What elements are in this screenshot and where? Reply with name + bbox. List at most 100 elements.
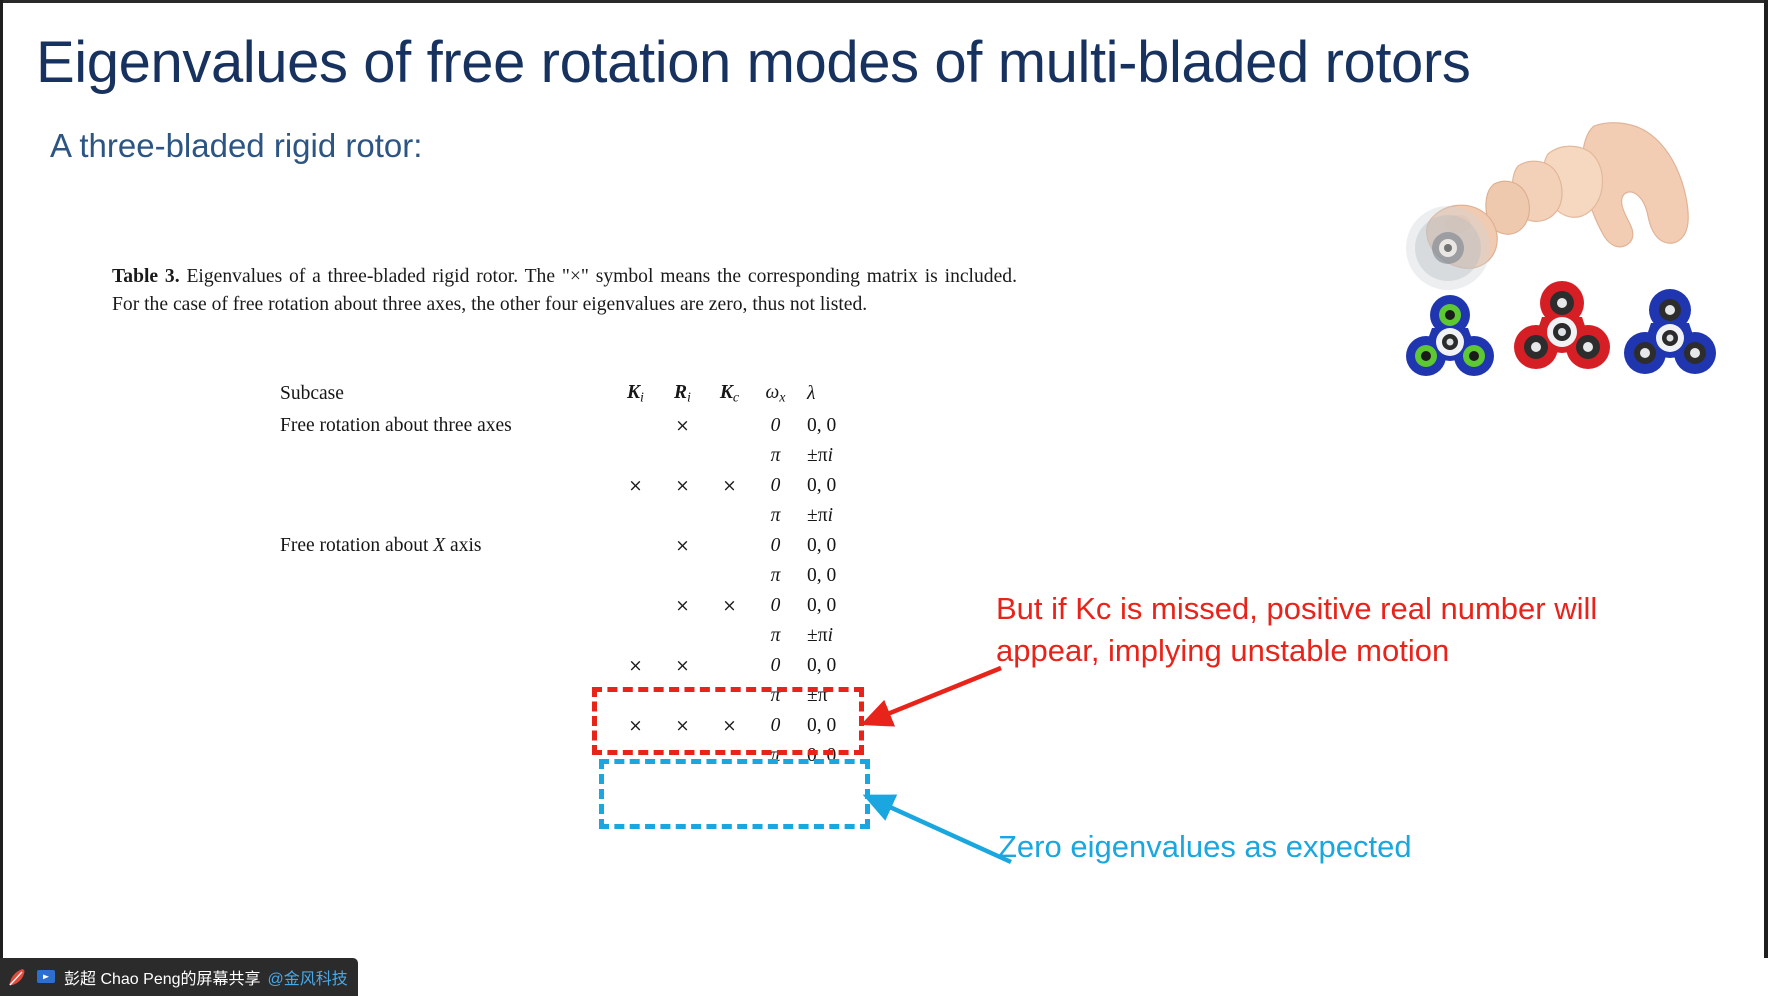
- cell-ri: ×: [675, 536, 690, 556]
- cell-ri: ×: [675, 656, 690, 676]
- header-kc: Kc: [719, 381, 740, 406]
- cell-subcase: [272, 561, 612, 591]
- annotation-blue-text: Zero eigenvalues as expected: [998, 829, 1412, 864]
- screen-share-icon: [35, 966, 57, 988]
- feather-icon: [6, 966, 28, 988]
- cell-ri: ×: [675, 716, 690, 736]
- header-ri: Ri: [674, 381, 691, 406]
- cell-wx: 0: [770, 655, 781, 676]
- cell-lambda: 0, 0: [807, 715, 837, 736]
- table-caption-label: Table 3.: [112, 266, 180, 287]
- cell-kc: [706, 411, 753, 441]
- red-arrow: [860, 665, 1002, 727]
- cell-kc: [706, 621, 753, 651]
- cell-ki: [612, 681, 659, 711]
- cell-subcase: [272, 651, 612, 681]
- table-row: Free rotation about X axis × 0 0, 0: [272, 531, 869, 561]
- table-row: π 0, 0: [272, 561, 869, 591]
- cell-ki: [612, 441, 659, 471]
- fidget-spinner-photo: [1406, 122, 1716, 376]
- cell-lambda: 0, 0: [807, 535, 837, 556]
- screen-share-indicator[interactable]: 彭超 Chao Peng的屏幕共享 @金风科技: [0, 958, 358, 996]
- spinner-blue: [1624, 289, 1716, 374]
- header-subcase: Subcase: [280, 383, 344, 404]
- cell-lambda: ±πi: [807, 625, 833, 646]
- cell-wx: 0: [770, 715, 781, 736]
- cell-subcase: [272, 591, 612, 621]
- table-row: × × 0 0, 0: [272, 651, 869, 681]
- spinner-green: [1406, 295, 1494, 376]
- cell-subcase: [272, 441, 612, 471]
- cell-subcase: [272, 711, 612, 741]
- table-row: π ±πi: [272, 441, 869, 471]
- cell-ki: [612, 501, 659, 531]
- cell-lambda: 0, 0: [807, 595, 837, 616]
- cell-kc: [706, 561, 753, 591]
- cell-wx: π: [770, 445, 781, 466]
- cell-lambda: ±πi: [807, 445, 833, 466]
- cell-wx: 0: [770, 415, 781, 436]
- blue-arrow: [862, 794, 1012, 865]
- table-row: π±π: [272, 681, 869, 711]
- cell-ri: ×: [675, 596, 690, 616]
- cell-wx: π: [770, 505, 781, 526]
- cell-wx: 0: [770, 475, 781, 496]
- cell-kc: [706, 441, 753, 471]
- cell-ri: [659, 621, 706, 651]
- cell-kc: [706, 531, 753, 561]
- cell-wx: π: [770, 745, 781, 766]
- cell-subcase: [272, 501, 612, 531]
- table-caption-text: Eigenvalues of a three-bladed rigid roto…: [112, 266, 1017, 315]
- cell-lambda: 0, 0: [807, 415, 837, 436]
- cell-kc: [706, 651, 753, 681]
- cell-ki: [612, 561, 659, 591]
- cell-ki: [612, 591, 659, 621]
- cell-lambda: 0, 0: [807, 655, 837, 676]
- cell-kc: [706, 681, 753, 711]
- cell-ki: ×: [628, 716, 643, 736]
- window-border-left: [0, 0, 3, 996]
- share-handle: @金风科技: [267, 971, 348, 988]
- cell-ri: ×: [675, 416, 690, 436]
- cell-ki: ×: [628, 656, 643, 676]
- cell-kc: ×: [722, 716, 737, 736]
- cell-subcase: [272, 681, 612, 711]
- cell-subcase: [272, 741, 612, 771]
- slide-subtitle: A three-bladed rigid rotor:: [50, 127, 423, 164]
- window-border-top: [0, 0, 1768, 3]
- cell-wx: 0: [770, 595, 781, 616]
- cell-ri: [659, 441, 706, 471]
- cell-lambda: ±πi: [807, 505, 833, 526]
- annotation-red-text: But if Kc is missed, positive real numbe…: [996, 591, 1598, 668]
- cell-ri: [659, 501, 706, 531]
- window-border-right: [1764, 0, 1768, 996]
- spinning-spinner: [1406, 206, 1490, 290]
- cell-kc: [706, 501, 753, 531]
- table-caption: Table 3. Eigenvalues of a three-bladed r…: [112, 263, 1017, 319]
- cell-lambda: 0, 0: [807, 475, 837, 496]
- cell-subcase: Free rotation about X axis: [280, 535, 482, 556]
- cell-ki: [612, 621, 659, 651]
- cell-ri: ×: [675, 476, 690, 496]
- page-title: Eigenvalues of free rotation modes of mu…: [36, 30, 1471, 95]
- header-lambda: λ: [807, 383, 816, 404]
- cell-ri: [659, 561, 706, 591]
- table-row: π ±πi: [272, 501, 869, 531]
- table-row: π±πi: [272, 621, 869, 651]
- cell-ki: [612, 531, 659, 561]
- cell-wx: π: [770, 565, 781, 586]
- cell-wx: 0: [770, 535, 781, 556]
- spinner-red: [1514, 281, 1610, 369]
- header-wx: ωx: [765, 381, 786, 406]
- cell-subcase: [272, 621, 612, 651]
- cell-kc: [706, 741, 753, 771]
- table-row: × × 0 0, 0: [272, 591, 869, 621]
- hand-illustration: [1426, 122, 1689, 269]
- cell-kc: ×: [722, 596, 737, 616]
- cell-lambda: 0, 0: [807, 565, 837, 586]
